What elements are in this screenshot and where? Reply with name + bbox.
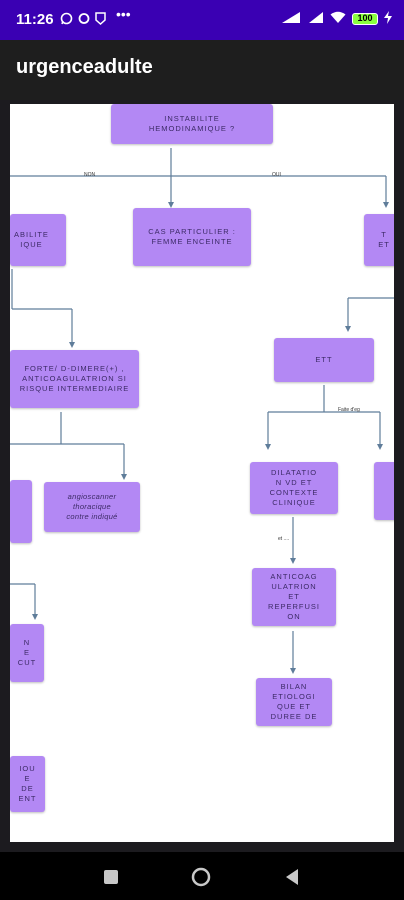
- back-icon: [286, 869, 298, 885]
- signal-2-icon: [308, 11, 324, 27]
- sync-icon: [78, 12, 90, 27]
- edge-label-minor: et ....: [278, 536, 290, 542]
- battery-icon: 100: [352, 13, 378, 25]
- back-button[interactable]: [282, 866, 304, 888]
- box-dilatation: DILATATIO N VD ET CONTEXTE CLINIQUE: [250, 462, 338, 514]
- box-left-n: N E CUT: [10, 624, 44, 682]
- box-instabilite: INSTABILITE HEMODINAMIQUE ?: [111, 104, 273, 144]
- box-angioscanner: angioscanner thoracique contre indiqué: [44, 482, 140, 532]
- box-forte: FORTE/ D-DIMERE(+) , ANTICOAGULATRION SI…: [10, 350, 139, 408]
- app-bar: urgenceadulte: [0, 40, 404, 100]
- recents-icon: [104, 870, 118, 884]
- battery-level: 100: [357, 13, 373, 23]
- box-right-top: T ET: [364, 214, 394, 266]
- edge-label-oui: OUI: [272, 172, 281, 178]
- box-ett: ETT: [274, 338, 374, 382]
- box-left-small: [10, 480, 32, 543]
- content-area: NON OUI Faite d'eg et .... INSTABILITE H…: [0, 100, 404, 852]
- status-right: 100: [280, 11, 392, 27]
- more-icon: •••: [116, 6, 131, 22]
- box-anticoag: ANTICOAG ULATRION ET REPERFUSI ON: [252, 568, 336, 626]
- box-bilan: BILAN ETIOLOGI QUE ET DUREE DE: [256, 678, 332, 726]
- flowchart-image[interactable]: NON OUI Faite d'eg et .... INSTABILITE H…: [10, 104, 394, 842]
- charging-icon: [384, 11, 392, 27]
- home-button[interactable]: [190, 866, 212, 888]
- box-femme-enceinte: CAS PARTICULIER : FEMME ENCEINTE: [133, 208, 251, 266]
- box-right-small: [374, 462, 394, 520]
- edge-label-faite: Faite d'eg: [338, 407, 360, 413]
- signal-icon: [280, 11, 302, 27]
- shield-icon: [95, 12, 106, 27]
- wifi-icon: [330, 11, 346, 27]
- flowchart-connectors: [10, 148, 394, 674]
- status-time: 11:26: [16, 11, 54, 28]
- app-title: urgenceadulte: [16, 56, 153, 78]
- whatsapp-icon: [60, 12, 73, 27]
- home-icon: [191, 867, 211, 887]
- box-left-stability: ABILITE IQUE: [10, 214, 66, 266]
- edge-label-non: NON: [84, 172, 96, 178]
- navigation-bar: [0, 852, 404, 900]
- box-left-u: IOU E DE ENT: [10, 756, 45, 812]
- status-bar: 11:26 ••• 100: [0, 0, 404, 40]
- recents-button[interactable]: [100, 866, 122, 888]
